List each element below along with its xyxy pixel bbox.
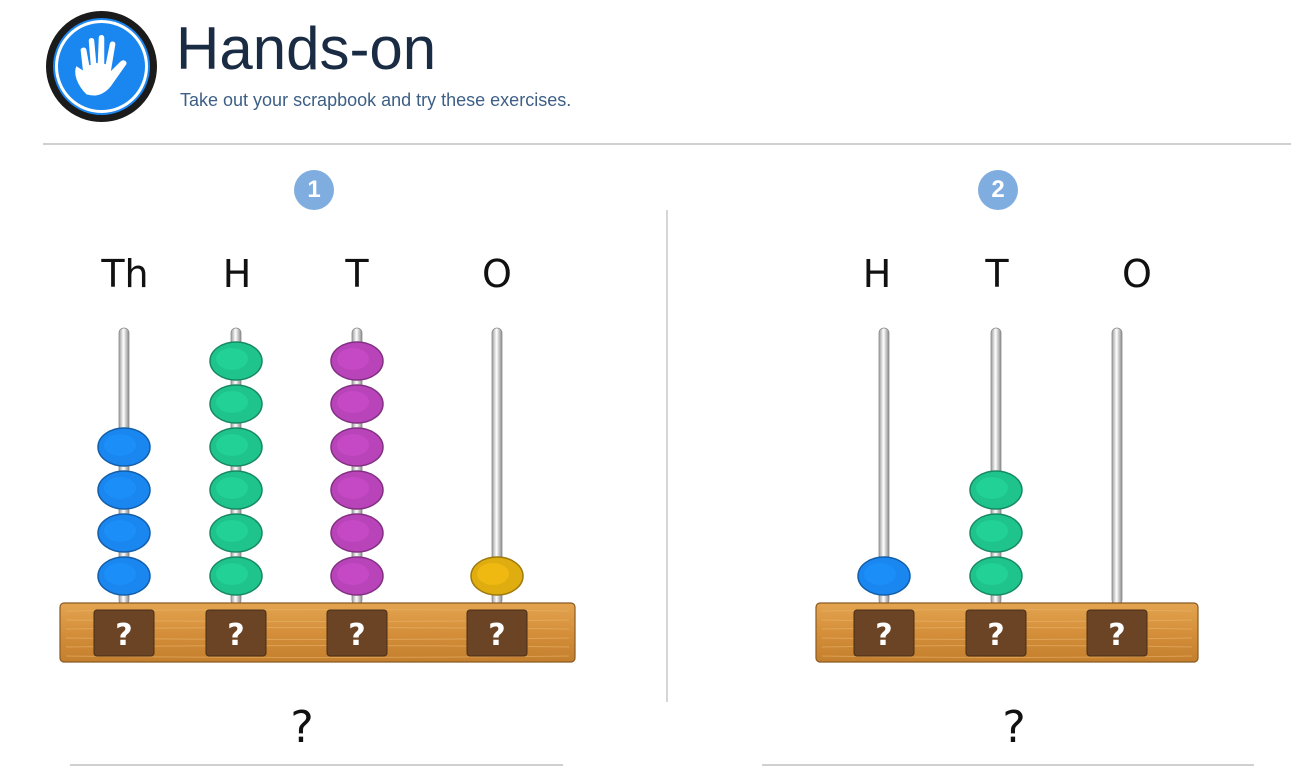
ex1-bead-highlight: [216, 434, 248, 456]
ex1-answer-box-3[interactable]: [466, 609, 528, 657]
ex1-label-hundreds: H: [222, 252, 252, 296]
ex1-answer-box-text-2: ?: [348, 618, 365, 653]
ex1-wood-grain: [65, 655, 570, 658]
page-subtitle: Take out your scrapbook and try these ex…: [180, 90, 572, 110]
ex2-bead-highlight: [864, 563, 896, 585]
ex1-bead-highlight: [477, 563, 509, 585]
ex2-answer-box-2[interactable]: [1086, 609, 1148, 657]
ex1-answer-box-text-0: ?: [115, 618, 132, 653]
header-divider: [43, 143, 1291, 145]
header: Hands-on Take out your scrapbook and try…: [0, 0, 1314, 145]
ex1-bead-highlight: [104, 563, 136, 585]
ex1-bead-highlight: [337, 477, 369, 499]
ex1-bead-highlight: [104, 477, 136, 499]
ex2-answer-box-0[interactable]: [853, 609, 915, 657]
exercise-1-number-badge: 1: [294, 170, 334, 210]
ex1-bead-highlight: [216, 477, 248, 499]
ex1-bead-highlight: [337, 391, 369, 413]
ex1-label-thousands: Th: [101, 252, 149, 296]
ex2-answer-box-text-0: ?: [875, 618, 892, 653]
ex1-bead-highlight: [216, 563, 248, 585]
ex1-bead-highlight: [337, 563, 369, 585]
ex1-answer-box-0[interactable]: [93, 609, 155, 657]
ex1-bead-highlight: [216, 520, 248, 542]
ex2-wood-grain: [821, 655, 1193, 658]
ex2-answer-box-text-1: ?: [987, 618, 1004, 653]
ex1-answer-box-text-3: ?: [488, 618, 505, 653]
ex1-label-ones: O: [482, 252, 512, 296]
ex2-bead-highlight: [976, 563, 1008, 585]
ex1-answer-box-text-1: ?: [227, 618, 244, 653]
ex1-answer-box-1[interactable]: [205, 609, 267, 657]
ex2-label-hundreds: H: [862, 252, 892, 296]
hand-icon: [46, 11, 157, 122]
ex2-answer: ?: [1002, 702, 1026, 753]
ex2-label-tens: T: [985, 252, 1009, 296]
ex2-answer-box-text-2: ?: [1108, 618, 1125, 653]
exercise-2-number-badge: 2: [978, 170, 1018, 210]
exercise-divider: [666, 210, 668, 702]
ex1-bead-highlight: [337, 348, 369, 370]
ex1-bead-highlight: [104, 520, 136, 542]
ex1-label-tens: T: [345, 252, 369, 296]
ex2-answer-box-1[interactable]: [965, 609, 1027, 657]
ex1-answer-line[interactable]: [70, 764, 563, 766]
page-title: Hands-on: [176, 15, 437, 82]
ex1-answer: ?: [290, 702, 314, 753]
ex2-answer-line[interactable]: [762, 764, 1254, 766]
ex2-rod-2: [1111, 327, 1123, 606]
ex1-bead-highlight: [216, 391, 248, 413]
ex1-bead-highlight: [337, 520, 369, 542]
ex1-bead-highlight: [337, 434, 369, 456]
ex2-label-ones: O: [1122, 252, 1152, 296]
ex2-bead-highlight: [976, 477, 1008, 499]
ex2-bead-highlight: [976, 520, 1008, 542]
ex1-bead-highlight: [104, 434, 136, 456]
ex1-bead-highlight: [216, 348, 248, 370]
ex1-answer-box-2[interactable]: [326, 609, 388, 657]
ex1-abacus-base: [59, 602, 576, 663]
